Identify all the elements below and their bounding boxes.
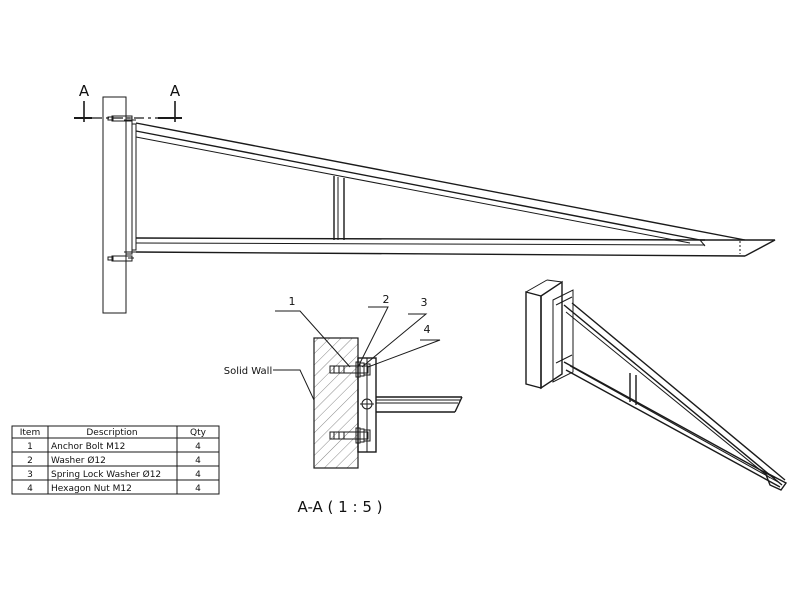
section-cut-line: A A [74, 82, 182, 122]
solid-wall-label: Solid Wall [224, 366, 272, 377]
bom-cell-item: 3 [27, 470, 33, 480]
front-elevation-view: A A [74, 82, 776, 314]
isometric-view [525, 279, 788, 491]
bom-cell-description: Anchor Bolt M12 [51, 442, 125, 452]
bom-cell-item: 2 [27, 456, 33, 466]
bom-cell-qty: 4 [195, 456, 201, 466]
bom-cell-qty: 4 [195, 470, 201, 480]
vertical-strut [333, 176, 345, 240]
bom-cell-qty: 4 [195, 442, 201, 452]
section-beam-stub [376, 396, 463, 413]
solid-wall-section [313, 337, 359, 469]
section-mark-right: A [170, 82, 181, 100]
bom-row: 4 Hexagon Nut M12 4 [27, 484, 201, 494]
section-view-a-a: 1 2 3 4 Solid Wall A-A ( 1 : 5 ) [224, 293, 463, 516]
anchor-bolt-lower [329, 427, 371, 444]
bom-header-item: Item [20, 428, 41, 438]
bom-cell-description: Hexagon Nut M12 [51, 484, 132, 494]
section-title: A-A ( 1 : 5 ) [298, 498, 383, 516]
diagonal-member [135, 122, 746, 244]
bom-cell-description: Spring Lock Washer Ø12 [51, 469, 161, 480]
bom-header-qty: Qty [190, 428, 207, 438]
section-mark-left: A [79, 82, 90, 100]
callout-4: 4 [424, 323, 431, 336]
bom-header-description: Description [86, 428, 137, 438]
bom-cell-description: Washer Ø12 [51, 455, 106, 466]
bom-cell-qty: 4 [195, 484, 201, 494]
wall-column [102, 96, 127, 314]
bom-table: Item Description Qty 1 Anchor Bolt M12 4… [11, 425, 220, 495]
bom-cell-item: 1 [27, 442, 33, 452]
horizontal-member [135, 237, 776, 257]
callout-leaders [273, 306, 441, 401]
callout-2: 2 [383, 293, 390, 306]
bom-row: 2 Washer Ø12 4 [27, 455, 201, 466]
bom-row: 1 Anchor Bolt M12 4 [27, 442, 201, 452]
callout-1: 1 [289, 295, 296, 308]
bom-cell-item: 4 [27, 484, 33, 494]
callout-3: 3 [421, 296, 428, 309]
bom-header-row: Item Description Qty [20, 428, 207, 438]
solid-wall-leader [273, 369, 315, 401]
wall-plate [107, 115, 137, 262]
bom-row: 3 Spring Lock Washer Ø12 4 [27, 469, 201, 480]
